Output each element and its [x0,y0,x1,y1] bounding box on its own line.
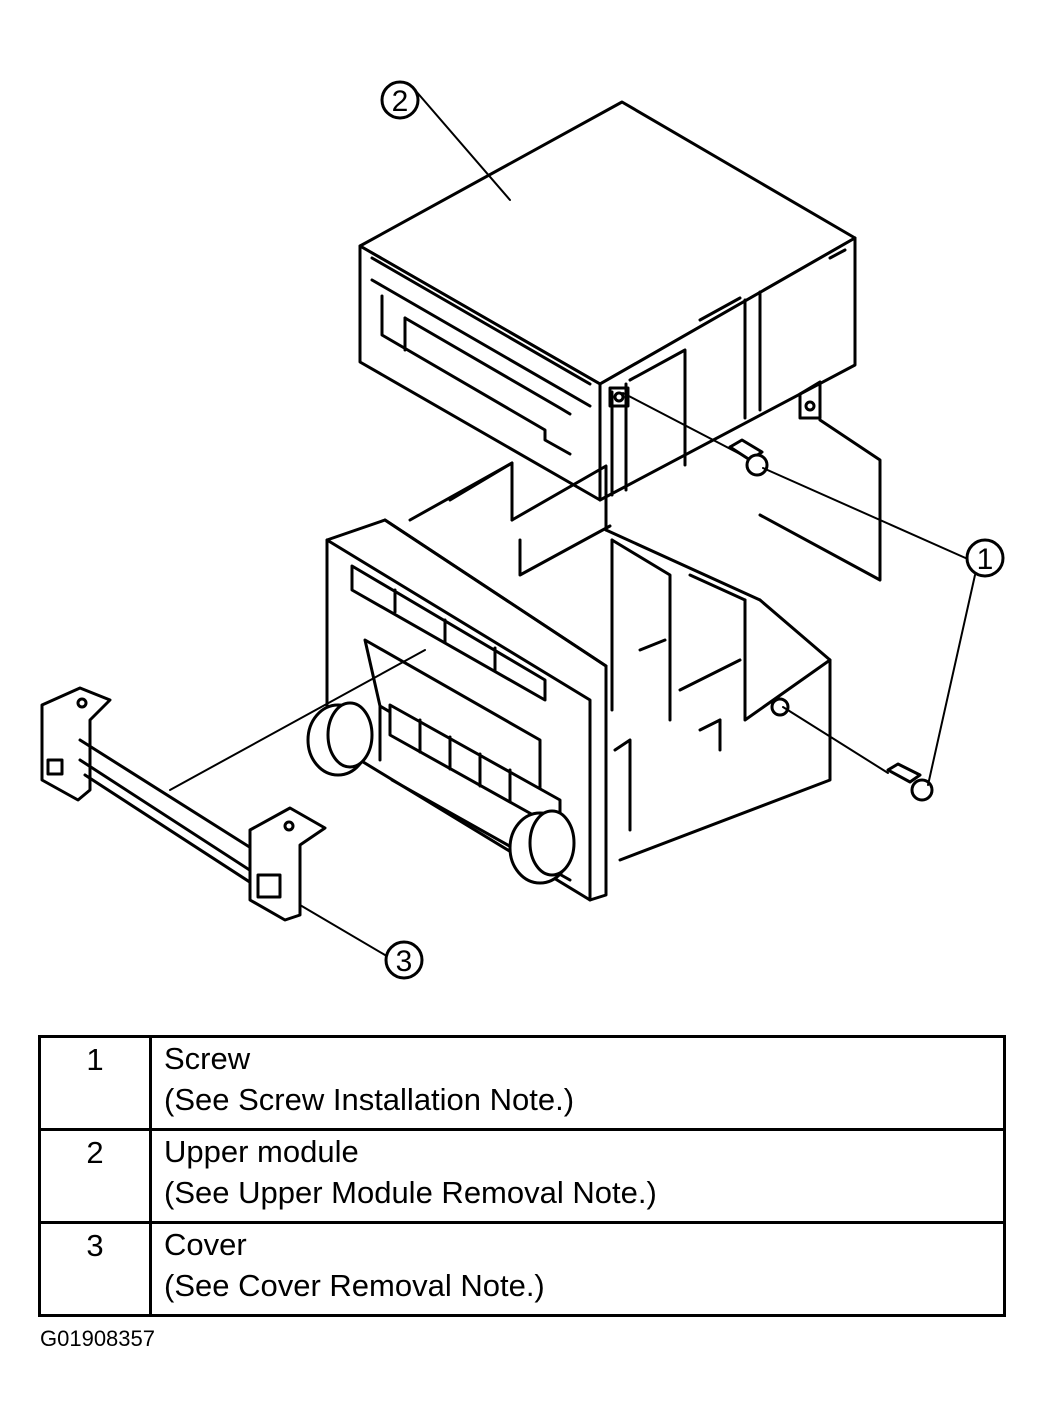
exploded-view-diagram: 1 2 3 [40,80,1005,980]
legend-part-note: (See Screw Installation Note.) [164,1082,575,1117]
legend-row-number: 1 [38,1035,152,1131]
legend-part-name: Cover [164,1227,247,1262]
callout-3: 3 [384,940,424,980]
legend-part-name: Screw [164,1041,251,1076]
callout-3-number: 3 [396,945,413,978]
legend-part-note: (See Cover Removal Note.) [164,1268,545,1303]
callout-2: 2 [380,80,420,120]
legend-part-name: Upper module [164,1134,359,1169]
legend-row-description: Cover (See Cover Removal Note.) [149,1221,1006,1317]
legend-row-number: 2 [38,1128,152,1224]
legend-row-number: 3 [38,1221,152,1317]
legend-row: 2 Upper module (See Upper Module Removal… [38,1128,1006,1224]
cover-bracket [40,686,327,922]
screws [728,438,934,802]
legend-row-description: Upper module (See Upper Module Removal N… [149,1128,1006,1224]
legend-part-note: (See Upper Module Removal Note.) [164,1175,657,1210]
parts-legend-table: 1 Screw (See Screw Installation Note.) 2… [38,1035,1006,1317]
figure-id: G01908357 [40,1326,155,1351]
callout-2-number: 2 [392,85,409,118]
legend-row-description: Screw (See Screw Installation Note.) [149,1035,1006,1131]
legend-row: 1 Screw (See Screw Installation Note.) [38,1035,1006,1131]
leader-lines [169,89,976,956]
lower-module [306,418,882,902]
callout-1: 1 [965,538,1005,578]
callout-1-number: 1 [977,543,994,576]
legend-row: 3 Cover (See Cover Removal Note.) [38,1221,1006,1317]
upper-module [358,100,857,502]
